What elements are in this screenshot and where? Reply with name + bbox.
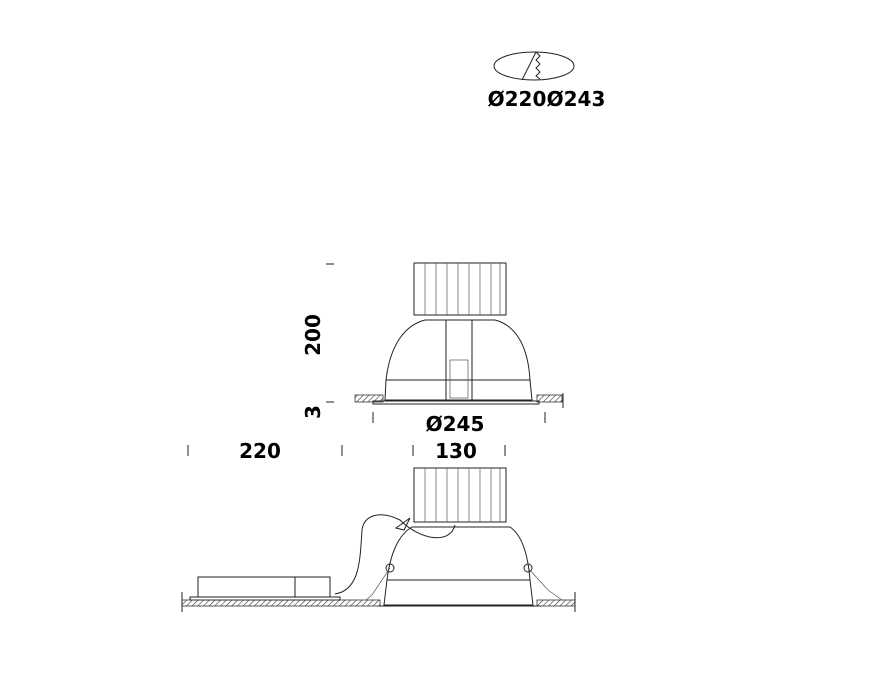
install-view-fixture — [181, 467, 576, 612]
depth-dimension: 130 — [435, 439, 477, 463]
cutout-diameter-max: Ø243 — [547, 87, 606, 111]
dimension-ticks — [187, 445, 506, 456]
cutout-diameter-min: Ø220 — [488, 87, 547, 111]
side-view-fixture — [326, 262, 564, 423]
driver-clearance-dimension: 220 — [239, 439, 281, 463]
cutout-symbol — [493, 51, 575, 81]
height-dimension: 200 — [301, 314, 325, 356]
flange-dimension: 3 — [301, 405, 325, 419]
fixture-diameter: Ø245 — [426, 412, 485, 436]
